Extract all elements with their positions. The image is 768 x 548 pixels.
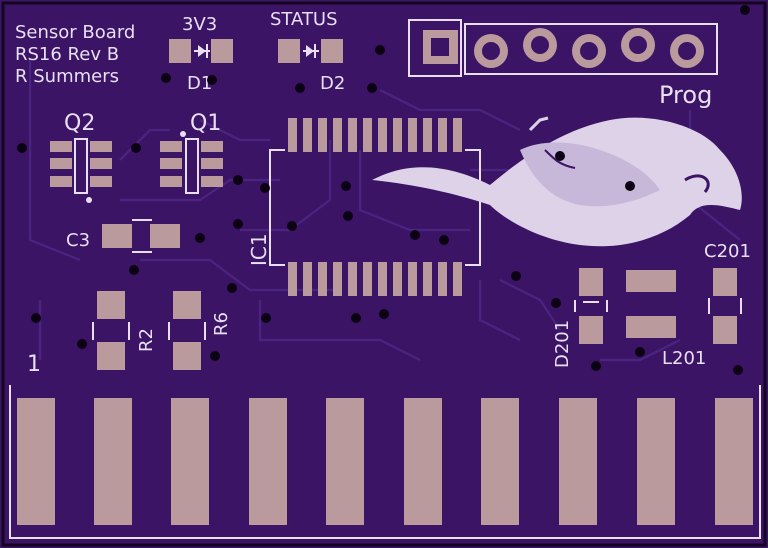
- d1-name-label: 3V3: [182, 14, 217, 35]
- d2-pad-a: [278, 39, 300, 63]
- ic1-top-pins: [288, 118, 462, 152]
- r2-refdes: R2: [136, 328, 157, 352]
- d1-pad-a: [169, 39, 191, 63]
- d2-name-label: STATUS: [270, 9, 338, 30]
- led-d2[interactable]: STATUS D2: [270, 9, 345, 94]
- resistor-r6[interactable]: R6: [168, 291, 232, 370]
- led-d1[interactable]: 3V3 D1: [169, 14, 233, 94]
- edge-connector[interactable]: 1: [9, 352, 761, 539]
- header-label: Prog: [659, 81, 712, 109]
- ic1-refdes: IC1: [247, 233, 271, 266]
- title-block: Sensor Board RS16 Rev B R Summers: [15, 22, 135, 87]
- c201-refdes: C201: [704, 241, 751, 262]
- c3-refdes: C3: [66, 230, 90, 251]
- transistor-q1[interactable]: Q1: [160, 111, 223, 194]
- ic1-bottom-pins: [288, 262, 462, 296]
- d201-refdes: D201: [552, 320, 573, 368]
- transistor-q2[interactable]: Q2: [50, 111, 112, 203]
- pin-1-label: 1: [27, 352, 41, 377]
- header-round-pins: [474, 28, 704, 68]
- diode-d201[interactable]: D201: [552, 268, 608, 368]
- vias: [17, 5, 750, 375]
- capacitor-c3[interactable]: C3: [66, 219, 180, 253]
- d2-refdes: D2: [320, 73, 345, 94]
- resistor-r2[interactable]: R2: [92, 291, 157, 370]
- manta-ray-logo: [372, 116, 742, 247]
- edge-connector-fingers: [17, 398, 753, 525]
- q1-refdes: Q1: [190, 111, 221, 136]
- d1-refdes: D1: [187, 73, 212, 94]
- inductor-l201[interactable]: L201: [626, 270, 706, 369]
- l201-refdes: L201: [662, 348, 706, 369]
- title-line-1: Sensor Board: [15, 22, 135, 43]
- title-line-3: R Summers: [15, 66, 119, 87]
- capacitor-c201[interactable]: C201: [704, 241, 751, 344]
- q2-refdes: Q2: [64, 111, 95, 136]
- d2-pad-b: [321, 39, 343, 63]
- r6-refdes: R6: [211, 312, 232, 336]
- chip-ic1[interactable]: IC1: [247, 118, 481, 296]
- d1-pad-b: [211, 39, 233, 63]
- prog-header[interactable]: Prog: [408, 19, 718, 109]
- title-line-2: RS16 Rev B: [15, 44, 119, 65]
